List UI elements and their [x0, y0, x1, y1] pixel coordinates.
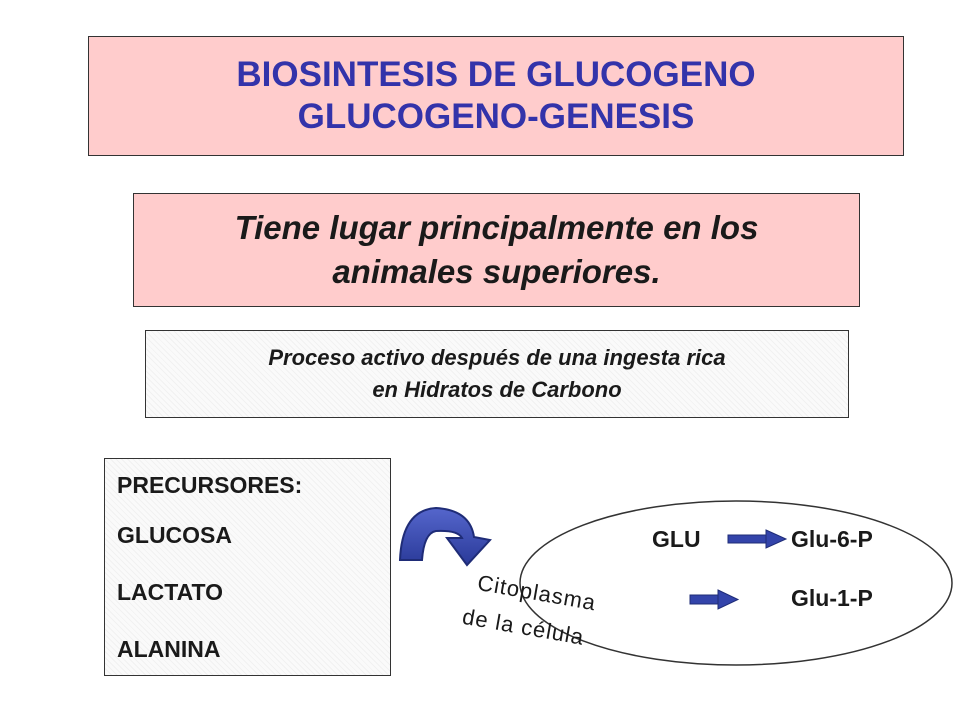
title-box: BIOSINTESIS DE GLUCOGENO GLUCOGENO-GENES… [88, 36, 904, 156]
subtitle-box: Tiene lugar principalmente en los animal… [133, 193, 860, 307]
subtitle-line-1: Tiene lugar principalmente en los [234, 209, 759, 246]
precursor-lactato: LACTATO [117, 579, 224, 605]
precursor-alanina: ALANINA [117, 636, 221, 662]
cytoplasm-line-2: de la célula [460, 604, 586, 650]
label-glu-1-p: Glu-1-P [791, 585, 873, 611]
note-box: Proceso activo después de una ingesta ri… [145, 330, 849, 418]
label-glu-6-p: Glu-6-P [791, 526, 873, 552]
arrow-glu-to-glu6p-icon [727, 529, 788, 549]
cell-ellipse [519, 500, 953, 666]
precursors-box: PRECURSORES: GLUCOSA LACTATO ALANINA [104, 458, 391, 676]
note-line-1: Proceso activo después de una ingesta ri… [268, 345, 726, 370]
arrow-to-glu1p-icon [689, 589, 740, 610]
title-line-2: GLUCOGENO-GENESIS [297, 97, 695, 136]
note-line-2: en Hidratos de Carbono [372, 377, 622, 402]
cytoplasm-label: Citoplasma de la célula [460, 570, 599, 650]
title-line-1: BIOSINTESIS DE GLUCOGENO [236, 55, 756, 94]
curved-arrow-icon [398, 506, 492, 567]
subtitle-line-2: animales superiores. [332, 253, 661, 290]
precursor-glucosa: GLUCOSA [117, 522, 232, 548]
cytoplasm-line-1: Citoplasma [476, 570, 599, 615]
precursors-heading: PRECURSORES: [117, 472, 303, 498]
label-glu: GLU [652, 526, 701, 552]
